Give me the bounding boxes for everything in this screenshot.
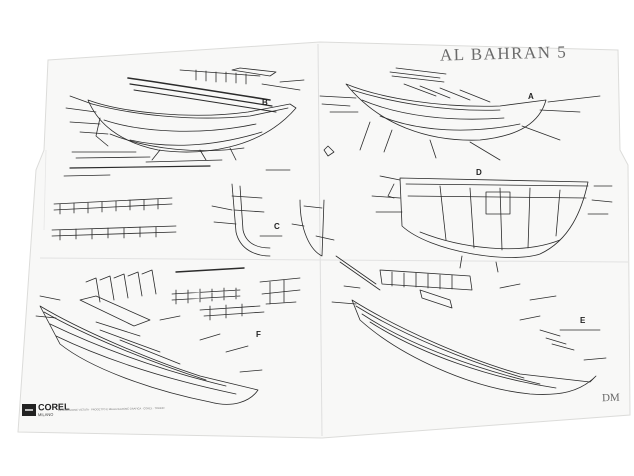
view-f-hull-drawing: [35, 267, 301, 405]
fold-line-left: [43, 149, 47, 231]
fold-line-vertical: [317, 43, 323, 437]
view-label-e: E: [580, 316, 586, 325]
sheet-code: DM: [601, 391, 620, 405]
view-e-hull-drawing: [331, 255, 607, 395]
paper-sheet: [17, 41, 631, 439]
view-label-a: A: [528, 92, 534, 101]
plan-title: AL BAHRAN 5: [439, 42, 568, 65]
view-label-d: D: [476, 168, 482, 177]
view-label-c: C: [274, 222, 280, 231]
rib-panels-drawing: [51, 197, 177, 241]
view-c-section-drawing: [211, 183, 335, 257]
fold-line-horizontal: [39, 257, 629, 263]
view-b-hull-drawing: [63, 67, 305, 177]
logo-city: MILANO: [37, 411, 54, 418]
view-label-b: B: [262, 98, 268, 107]
corel-logo-mark: [22, 404, 36, 416]
view-d-section-drawing: [371, 175, 613, 273]
view-label-f: F: [256, 330, 261, 339]
view-a-hull-drawing: [319, 67, 601, 161]
